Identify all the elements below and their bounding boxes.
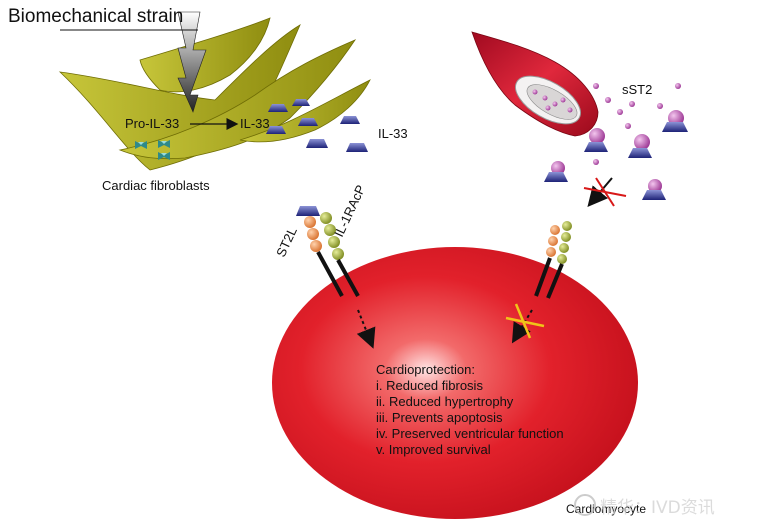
cardiac-fibroblasts-group	[58, 17, 371, 171]
il1racp-domain	[324, 224, 336, 236]
il33-ligands	[266, 99, 368, 152]
sst2-dot-in-vessel	[542, 95, 548, 101]
il1racp-domain	[320, 212, 332, 224]
st2l-domain	[546, 247, 556, 257]
il1racp-domain	[561, 232, 571, 242]
il1racp-domain	[562, 221, 572, 231]
watermark: 精华：IVD资讯	[574, 494, 715, 518]
receptor-transmembrane	[534, 257, 552, 297]
st2l-domain	[307, 228, 319, 240]
sst2-il33-complex	[544, 161, 568, 182]
il33-ligand-icon	[292, 99, 310, 106]
st2l-domain	[550, 225, 560, 235]
bound-il33-ligand-icon	[296, 206, 320, 216]
sst2-dot	[593, 83, 599, 89]
sst2-dot	[605, 97, 611, 103]
cardioprotection-item: i. Reduced fibrosis	[376, 378, 483, 393]
block-cross-icon	[514, 303, 532, 339]
fibroblast-cell-2	[118, 39, 357, 160]
receptor-transmembrane	[316, 251, 344, 297]
vessel-inner-wall	[526, 84, 578, 120]
il1racp-label: IL-1RAcP	[331, 183, 368, 240]
block-cross-icon	[595, 177, 615, 207]
pro-il33-label: Pro-IL-33	[125, 116, 179, 131]
st2l-domain	[304, 216, 316, 228]
sst2-dot	[629, 101, 635, 107]
il33-ligand-icon	[340, 116, 360, 124]
fibroblast-cell-4	[239, 79, 371, 143]
receptor-transmembrane	[546, 263, 564, 299]
fibroblast-cell-3	[139, 17, 271, 93]
sst2-dot-in-vessel	[560, 97, 566, 103]
pro-il33-icon	[158, 152, 170, 160]
sst2-molecules	[593, 83, 681, 165]
st2l-il1racp-receptor	[296, 206, 376, 349]
il33-ligand-icon	[268, 104, 288, 112]
pro-il33-icon	[135, 141, 147, 149]
st2l-label: ST2L	[273, 225, 300, 260]
cardioprotection-item: v. Improved survival	[376, 442, 491, 457]
biomechanical-strain-bolt	[177, 11, 207, 113]
sst2-il33-complex	[628, 134, 652, 158]
sst2-label: sST2	[622, 82, 652, 97]
sst2-dot	[675, 83, 681, 89]
sst2-il33-complexes	[544, 110, 688, 200]
sst2-dot	[657, 103, 663, 109]
sst2-il33-complex	[662, 110, 688, 132]
block-cross-icon	[505, 316, 545, 328]
signal-arrow	[356, 309, 376, 349]
sst2-dot-in-vessel	[552, 101, 558, 107]
cardioprotection-item: iii. Prevents apoptosis	[376, 410, 503, 425]
st2l-domain	[310, 240, 322, 252]
cardiomyocyte-label: Cardiomyocyte	[566, 502, 646, 516]
cardiac-fibroblasts-label: Cardiac fibroblasts	[102, 178, 210, 193]
st2l-domain	[548, 236, 558, 246]
il33-ligand-icon	[306, 139, 328, 148]
il33-free-label: IL-33	[378, 126, 408, 141]
cardioprotection-item: iv. Preserved ventricular function	[376, 426, 564, 441]
pro-il33-icon	[158, 140, 170, 148]
il33-ligand-icon	[266, 126, 286, 134]
sst2-dot	[593, 159, 599, 165]
wechat-icon	[574, 494, 596, 516]
receptor-transmembrane	[336, 259, 360, 297]
cardiomyocyte-cell	[272, 247, 638, 519]
sst2-dot-in-vessel	[545, 105, 551, 111]
sst2-dot	[617, 109, 623, 115]
watermark-text: 精华：IVD资讯	[600, 498, 715, 518]
diagram-title: Biomechanical strain	[8, 6, 183, 27]
cardioprotection-heading: Cardioprotection:	[376, 362, 475, 377]
pro-il33-molecules	[135, 140, 170, 160]
il1racp-domain	[557, 254, 567, 264]
sst2-dot-in-vessel	[532, 89, 538, 95]
cardioprotection-list: Cardioprotection: i. Reduced fibrosis ii…	[376, 362, 564, 457]
sst2-il33-complex	[642, 179, 666, 200]
sst2-dot-in-vessel	[567, 107, 573, 113]
il33-inside-label: IL-33	[240, 116, 270, 131]
cardioprotection-item: ii. Reduced hypertrophy	[376, 394, 514, 409]
il1racp-domain	[332, 248, 344, 260]
il33-ligand-icon	[346, 143, 368, 152]
blood-vessel	[471, 31, 599, 137]
il33-ligand-icon	[298, 118, 318, 126]
sst2-il33-complex	[584, 128, 608, 152]
il1racp-domain	[328, 236, 340, 248]
il1racp-domain	[559, 243, 569, 253]
sst2-dot	[625, 123, 631, 129]
sst2-blocked-arrow	[583, 177, 627, 208]
unbound-receptor	[505, 221, 572, 344]
